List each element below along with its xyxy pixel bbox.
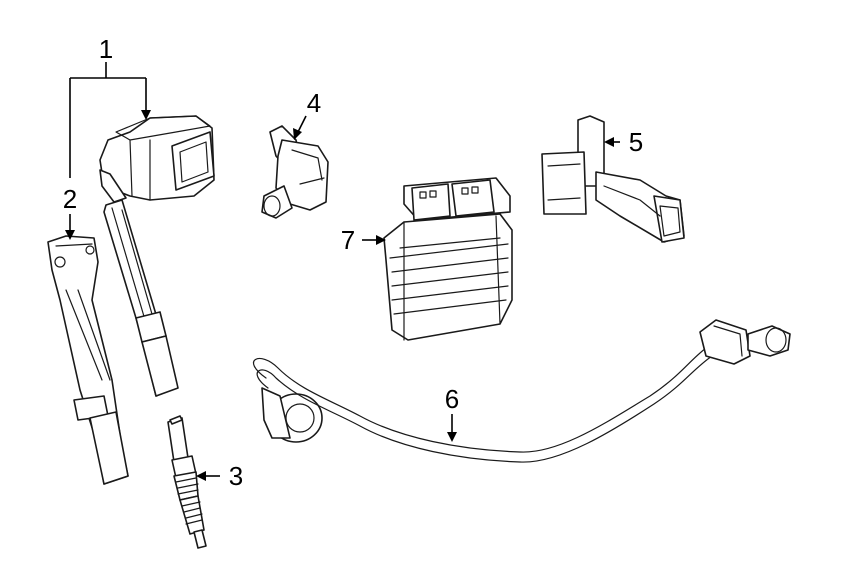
callout-7: 7 [341, 225, 355, 255]
leader-lines [65, 62, 620, 481]
callout-6: 6 [445, 384, 459, 414]
callout-3: 3 [229, 461, 243, 491]
spark-plug-part [167, 415, 207, 549]
callout-2: 2 [63, 184, 77, 214]
position-sensor-part [261, 125, 329, 219]
callout-5: 5 [629, 127, 643, 157]
engine-control-module-part [383, 177, 513, 341]
bracket-sensor-part [541, 115, 685, 243]
ignition-coil-part [99, 115, 215, 397]
sensor-harness-part [252, 319, 791, 463]
ignition-coil-boot-part [47, 235, 129, 485]
callout-4: 4 [307, 88, 321, 118]
callout-1: 1 [99, 34, 113, 64]
